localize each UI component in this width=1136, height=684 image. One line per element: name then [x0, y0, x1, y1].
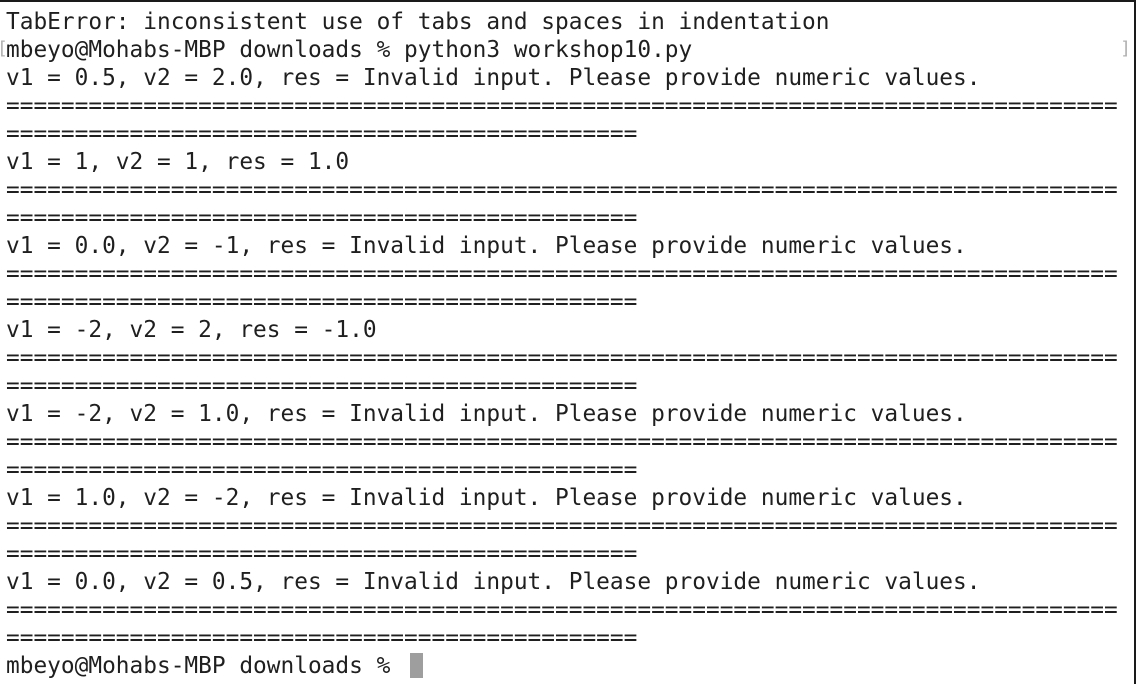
error-line: TabError: inconsistent use of tabs and s… [6, 9, 830, 35]
mark-bracket-left: [ [0, 38, 8, 59]
separator-line: ========================================… [6, 513, 1118, 567]
output-line: v1 = 0.0, v2 = -1, res = Invalid input. … [6, 233, 967, 259]
output-line: v1 = 1.0, v2 = -2, res = Invalid input. … [6, 485, 967, 511]
output-line: v1 = 0.0, v2 = 0.5, res = Invalid input.… [6, 569, 981, 595]
output-line: v1 = 0.5, v2 = 2.0, res = Invalid input.… [6, 65, 981, 91]
output-line: v1 = 1, v2 = 1, res = 1.0 [6, 149, 350, 175]
separator-line: ========================================… [6, 261, 1118, 315]
separator-line: ========================================… [6, 177, 1118, 231]
separator-line: ========================================… [6, 597, 1118, 651]
terminal-output: TabError: inconsistent use of tabs and s… [6, 8, 1130, 680]
separator-line: ========================================… [6, 429, 1118, 483]
command-line: mbeyo@Mohabs-MBP downloads % python3 wor… [6, 37, 693, 63]
text-cursor [410, 653, 424, 678]
output-line: v1 = -2, v2 = 2, res = -1.0 [6, 317, 377, 343]
output-line: v1 = -2, v2 = 1.0, res = Invalid input. … [6, 401, 967, 427]
prompt-line[interactable]: mbeyo@Mohabs-MBP downloads % [6, 652, 1130, 680]
mark-bracket-right: ] [1120, 38, 1131, 59]
separator-line: ========================================… [6, 345, 1118, 399]
shell-prompt: mbeyo@Mohabs-MBP downloads % [6, 653, 405, 679]
separator-line: ========================================… [6, 93, 1118, 147]
